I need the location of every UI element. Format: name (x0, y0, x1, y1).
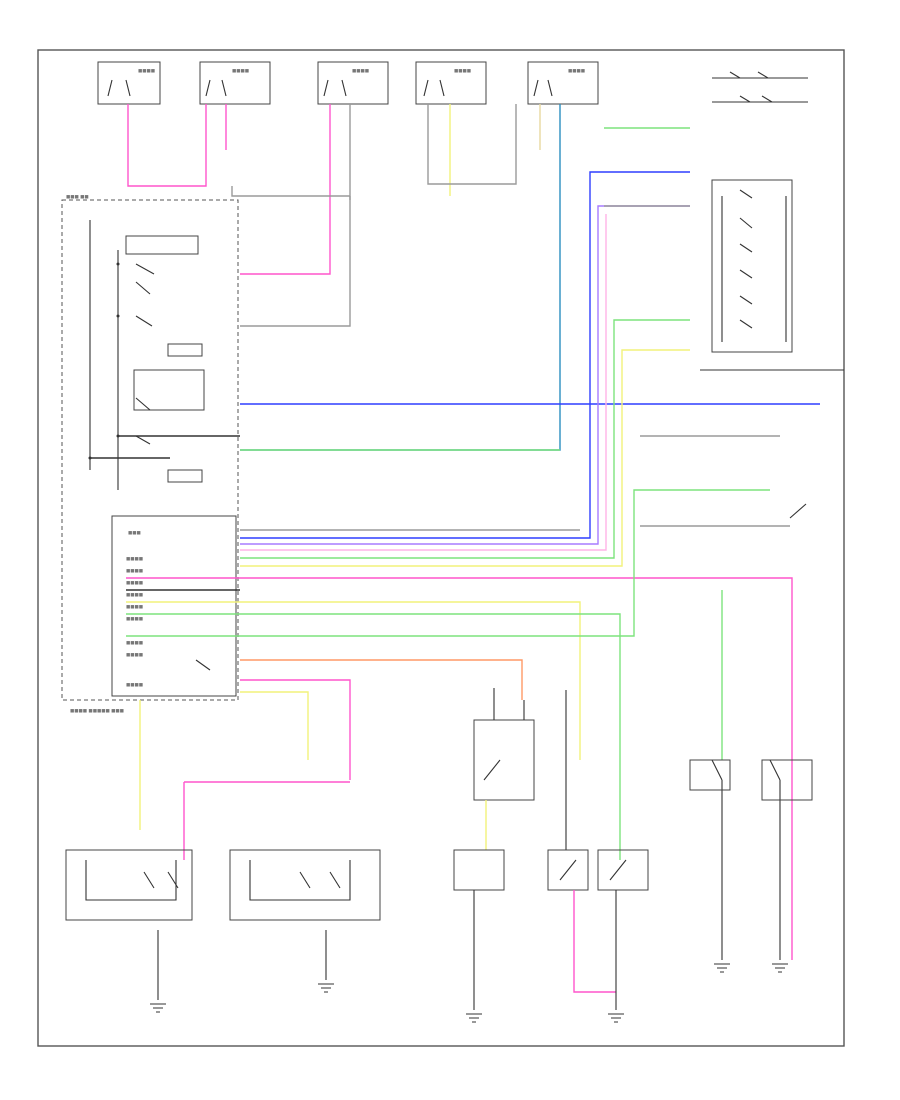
svg-text:■■■■: ■■■■ (126, 683, 143, 688)
svg-text:■■■■: ■■■■ (126, 617, 143, 622)
svg-text:■■■■: ■■■■ (352, 69, 369, 74)
bottom-left-actuators (65, 700, 381, 1013)
svg-text:■■■■: ■■■■ (138, 69, 155, 74)
svg-text:■■■■: ■■■■ (126, 605, 143, 610)
svg-text:■■■■: ■■■■ (126, 557, 143, 562)
svg-text:■■■■: ■■■■ (126, 653, 143, 658)
bottom-right-switches (689, 590, 813, 973)
svg-text:■■■■: ■■■■ (126, 593, 143, 598)
top-door-switch-group: ■■■■ ■■■■ ■■■■ ■■■■ ■■■■ (97, 61, 599, 105)
svg-text:■■■■: ■■■■ (568, 69, 585, 74)
diagram-frame (37, 49, 845, 1047)
svg-text:■■■ ■■: ■■■ ■■ (66, 195, 89, 200)
svg-text:■■■■: ■■■■ (232, 69, 249, 74)
bottom-middle-components (453, 688, 649, 1023)
svg-text:■■■■: ■■■■ (126, 569, 143, 574)
top-drop-wires (127, 104, 561, 451)
svg-text:■■■■: ■■■■ (126, 641, 143, 646)
right-switch-stack (604, 71, 844, 527)
main-harness-wires (126, 171, 820, 960)
svg-text:■■■: ■■■ (128, 531, 141, 536)
control-module: ■■■ ■■ ■■■ ■■■■ ■■■■ ■■■■ ■■■■ ■■■■ ■■■■… (61, 195, 240, 714)
svg-text:■■■■ ■■■■■ ■■■: ■■■■ ■■■■■ ■■■ (70, 709, 124, 714)
svg-text:■■■■: ■■■■ (454, 69, 471, 74)
svg-text:■■■■: ■■■■ (126, 581, 143, 586)
